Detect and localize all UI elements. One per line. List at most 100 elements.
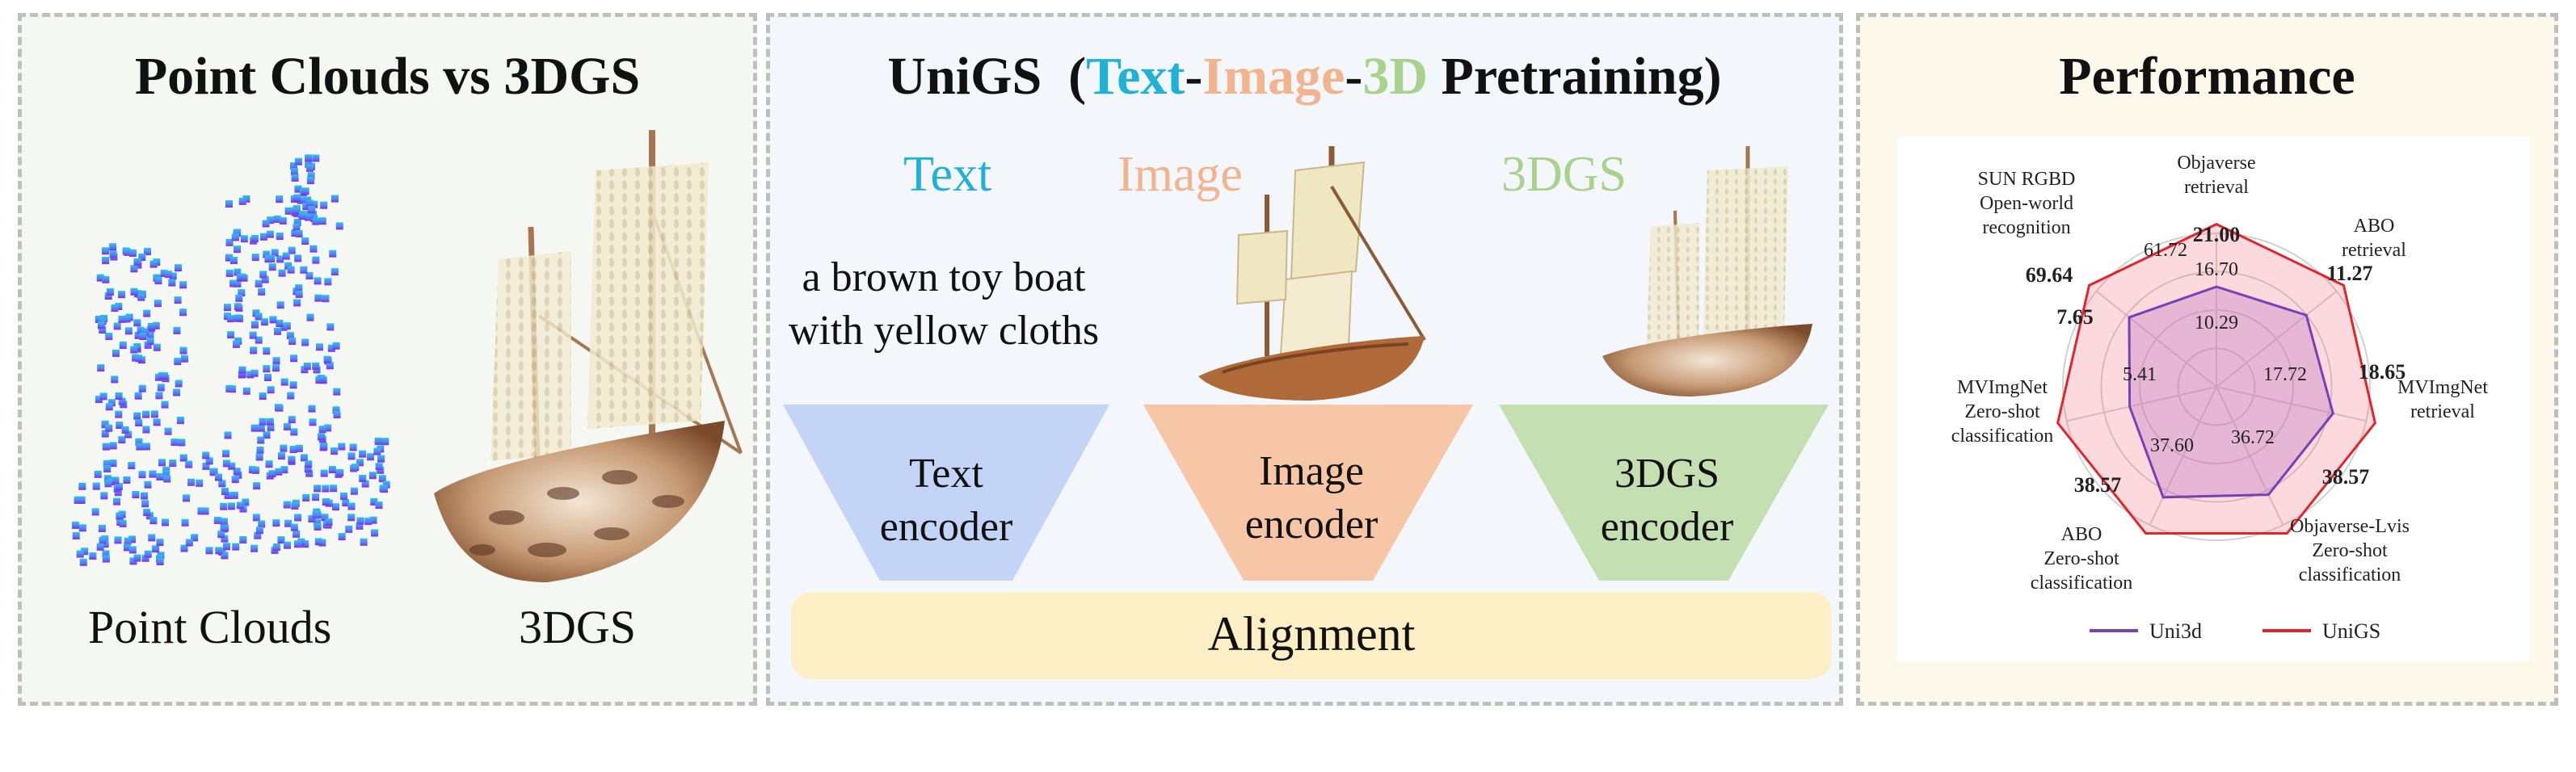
point-cloud-dot [342, 499, 350, 507]
point-cloud-dot [155, 392, 163, 400]
point-cloud-dot [215, 547, 223, 555]
point-cloud-dot [292, 207, 300, 215]
title-paren-open: ( [1068, 47, 1087, 106]
point-cloud-dot [215, 473, 223, 481]
point-cloud-dot [114, 536, 122, 544]
point-cloud-dot [130, 287, 138, 296]
radar-spoke [2066, 386, 2217, 422]
point-cloud-dot [259, 417, 267, 426]
point-cloud-dot [279, 216, 287, 224]
point-cloud-dot [257, 436, 265, 444]
point-cloud-dot [312, 511, 320, 519]
point-cloud-dot [97, 321, 105, 329]
point-cloud-dot [290, 523, 298, 531]
point-cloud-dot [267, 386, 275, 394]
point-cloud-dot [209, 468, 217, 476]
point-cloud-dot [157, 384, 165, 392]
uni3d-value-label: 36.72 [2231, 427, 2275, 448]
point-cloud-dot [187, 478, 196, 486]
point-cloud-dot [254, 531, 262, 539]
point-cloud-dot [133, 258, 141, 266]
radar-axis-label: SUN RGBD [1978, 169, 2076, 190]
point-cloud-dot [143, 248, 151, 256]
point-cloud-dot [250, 234, 259, 242]
point-cloud-dot [116, 512, 124, 520]
point-cloud-dot [277, 536, 285, 544]
uni3d-value-label: 10.29 [2195, 313, 2238, 334]
point-cloud-dot [336, 468, 344, 476]
point-cloud-dot [288, 246, 296, 254]
point-cloud-dot [118, 291, 126, 299]
point-cloud-dot [112, 476, 120, 485]
performance-title: Performance [2059, 47, 2355, 106]
point-cloud-dot [373, 447, 381, 455]
point-cloud-dot [265, 460, 273, 468]
point-cloud-dot [99, 326, 107, 334]
point-cloud-dot [156, 472, 164, 480]
point-cloud-dot [149, 470, 157, 478]
point-cloud-dot [323, 355, 331, 363]
point-cloud-dot [382, 480, 390, 489]
point-cloud-dot [169, 272, 177, 280]
point-cloud-dot [314, 538, 322, 546]
point-cloud-dot [278, 269, 286, 277]
radar-axis-label: recognition [1982, 217, 2070, 238]
point-cloud-dot [374, 437, 382, 445]
point-cloud-dot [276, 404, 284, 412]
point-cloud-dot [308, 206, 316, 214]
point-cloud-dot [300, 454, 308, 462]
point-cloud-dot [221, 535, 229, 543]
point-cloud-dot [224, 492, 232, 500]
point-cloud-dot [349, 443, 357, 451]
radar-axis-label: classification [2299, 564, 2401, 585]
point-cloud-dot [130, 265, 138, 273]
radar-axis-label: Zero-shot [1964, 401, 2040, 422]
point-cloud-dot [261, 275, 269, 283]
point-cloud-dot [179, 281, 187, 289]
point-cloud-dot [123, 543, 131, 552]
point-cloud-dot [312, 217, 320, 225]
image-encoder-shape [1143, 405, 1473, 581]
point-cloud-dot [381, 485, 389, 493]
point-cloud-dot [290, 428, 298, 436]
point-cloud-dot [271, 249, 279, 257]
3dgs-encoder-label: 3DGS encoder [1578, 447, 1756, 554]
uni3d-series-area [2128, 285, 2334, 499]
point-cloud-dot [141, 554, 149, 562]
point-cloud-dot [106, 287, 114, 296]
point-cloud-dot [330, 268, 339, 276]
point-cloud-dot [314, 294, 322, 302]
point-cloud-dot [312, 362, 320, 370]
point-cloud-dot [236, 501, 244, 510]
point-cloud-dot [288, 338, 297, 346]
point-cloud-dot [258, 287, 266, 296]
point-cloud-dot [181, 518, 189, 527]
point-cloud-dot [115, 392, 123, 400]
title-dash-2: - [1345, 47, 1363, 106]
point-cloud-dot [267, 423, 275, 431]
point-cloud-dot [169, 459, 177, 468]
point-cloud-dot [307, 172, 315, 180]
description-line-2: with yellow cloths [788, 308, 1100, 354]
point-cloud-dot [335, 222, 343, 230]
point-cloud-dot [154, 277, 162, 285]
point-cloud-dot [109, 459, 117, 468]
point-cloud-dot [178, 438, 186, 447]
point-cloud-dot [272, 543, 280, 552]
title-pretraining: Pretraining) [1441, 47, 1722, 106]
point-cloud-dot [102, 257, 110, 265]
point-cloud-dot [205, 547, 213, 555]
point-cloud-dot [276, 195, 284, 203]
point-cloud-dot [179, 346, 187, 355]
image-encoder-line-2: encoder [1244, 501, 1378, 548]
point-cloud-dot [144, 480, 152, 489]
point-cloud-dot [318, 426, 326, 434]
point-cloud-dot [359, 474, 367, 482]
point-cloud-dot [295, 284, 303, 292]
point-cloud-dot [347, 452, 356, 460]
point-cloud-dot [367, 453, 375, 461]
point-cloud-dot [234, 279, 242, 287]
uni3d-value-label: 5.41 [2123, 364, 2157, 385]
point-cloud-dot [153, 418, 161, 426]
point-cloud-dot [310, 200, 318, 208]
